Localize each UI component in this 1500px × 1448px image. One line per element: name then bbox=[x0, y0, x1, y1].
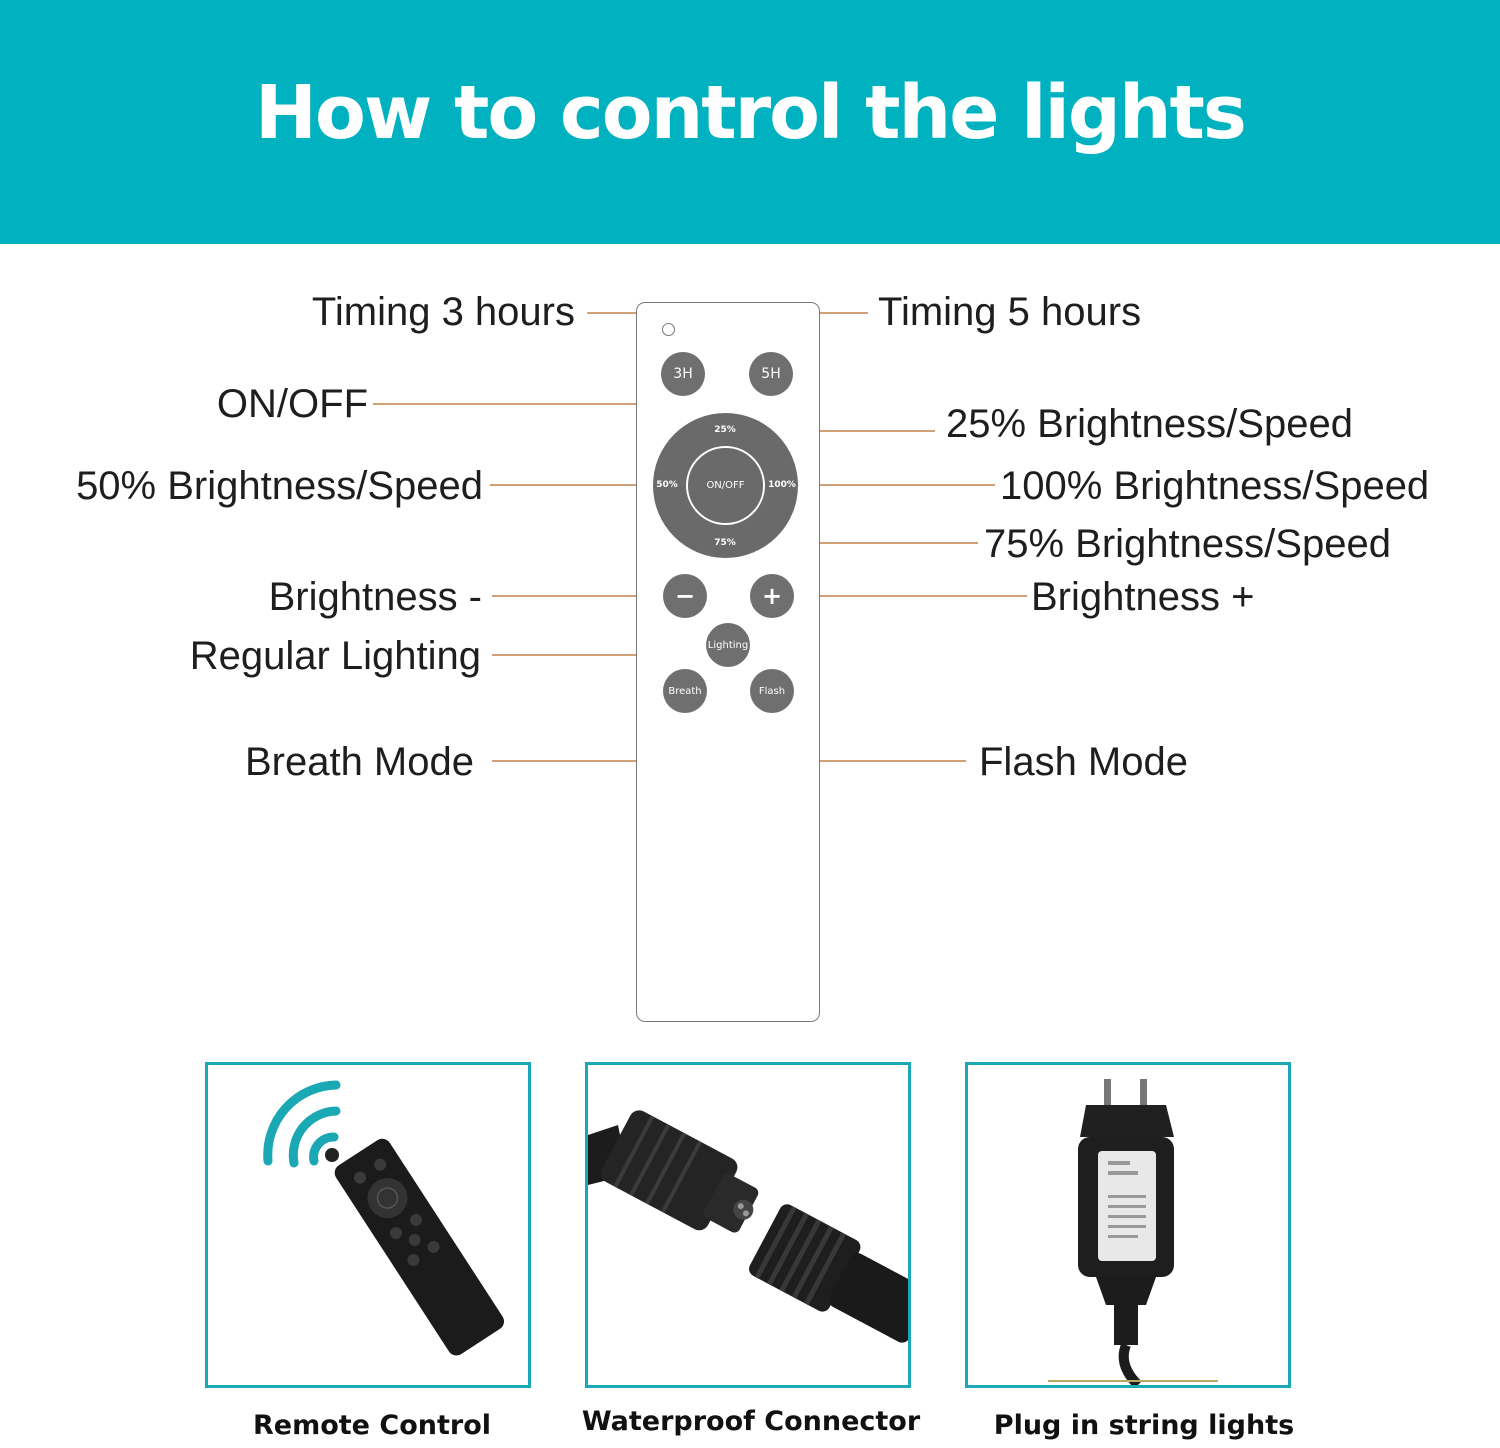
led-indicator-icon bbox=[662, 323, 675, 336]
caption-remote-control: Remote Control bbox=[252, 1410, 492, 1441]
label-regular-lighting: Regular Lighting bbox=[189, 634, 481, 678]
label-50-brightness: 50% Brightness/Speed bbox=[76, 464, 483, 508]
panel-waterproof-connector bbox=[585, 1062, 911, 1388]
on-off-button: ON/OFF bbox=[686, 446, 765, 525]
panel-plug-adapter bbox=[965, 1062, 1291, 1388]
label-timing-3-hours: Timing 3 hours bbox=[311, 290, 575, 334]
brightness-plus-button: + bbox=[750, 574, 794, 618]
brightness-minus-button: − bbox=[663, 574, 707, 618]
remote-control-wifi-icon bbox=[263, 1080, 505, 1356]
page-title: How to control the lights bbox=[255, 70, 1247, 156]
caption-waterproof-connector: Waterproof Connector bbox=[581, 1406, 921, 1437]
button-3h: 3H bbox=[661, 352, 705, 396]
label-on-off: ON/OFF bbox=[216, 382, 368, 426]
flash-button: Flash bbox=[750, 669, 794, 713]
label-75-brightness: 75% Brightness/Speed bbox=[984, 522, 1391, 566]
label-100-brightness: 100% Brightness/Speed bbox=[1000, 464, 1430, 508]
ring-label-75: 75% bbox=[714, 538, 736, 548]
label-flash-mode: Flash Mode bbox=[979, 740, 1188, 784]
breath-button: Breath bbox=[663, 669, 707, 713]
waterproof-connector-icon bbox=[588, 1110, 908, 1343]
label-timing-5-hours: Timing 5 hours bbox=[878, 290, 1142, 334]
label-25-brightness: 25% Brightness/Speed bbox=[946, 402, 1353, 446]
plug-adapter-icon bbox=[1048, 1079, 1218, 1385]
title-banner: How to control the lights bbox=[0, 0, 1500, 244]
label-breath-mode: Breath Mode bbox=[244, 740, 474, 784]
ring-label-50: 50% bbox=[656, 480, 678, 490]
ring-label-100: 100% bbox=[768, 480, 796, 490]
lighting-button: Lighting bbox=[706, 623, 750, 667]
ring-label-25: 25% bbox=[714, 425, 736, 435]
button-5h: 5H bbox=[749, 352, 793, 396]
panel-remote-control bbox=[205, 1062, 531, 1388]
label-brightness-plus: Brightness + bbox=[1031, 575, 1255, 619]
caption-plug-in-string-lights: Plug in string lights bbox=[993, 1410, 1295, 1441]
label-brightness-minus: Brightness - bbox=[268, 575, 482, 619]
